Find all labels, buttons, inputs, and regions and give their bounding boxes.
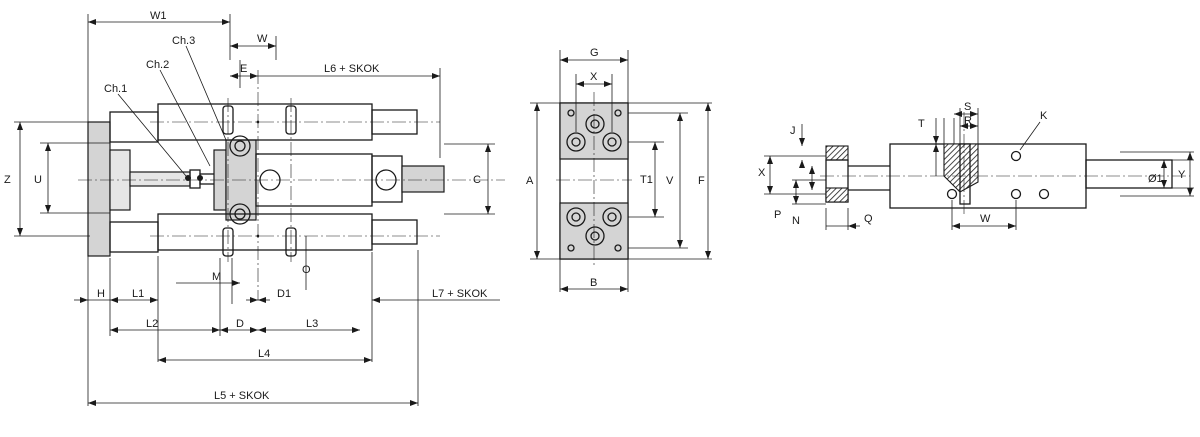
label-l2: L2 — [146, 318, 158, 330]
front-view: G X A T1 V F B — [526, 47, 712, 292]
label-l4: L4 — [258, 348, 270, 360]
label-q: Q — [864, 213, 873, 225]
label-d: D — [236, 318, 244, 330]
label-a: A — [526, 175, 534, 187]
section-view-extension-lines — [764, 108, 1194, 230]
label-h: H — [97, 288, 105, 300]
label-w: W — [257, 33, 268, 45]
label-e: E — [240, 63, 247, 75]
label-w2: W — [980, 213, 991, 225]
label-p: P — [774, 209, 781, 221]
section-view: S R T K J X P N Q Ø1 Y W — [758, 101, 1194, 230]
side-view-centerlines — [78, 70, 505, 300]
side-view-dimension-lines — [17, 19, 500, 406]
label-z: Z — [4, 174, 11, 186]
label-s: S — [964, 101, 971, 113]
label-o1: Ø1 — [1148, 173, 1163, 185]
side-view: W1 Ch.3 Ch.2 Ch.1 W E L6 + SKOK Z U C M … — [4, 10, 505, 406]
side-view-extension-lines — [14, 14, 495, 406]
label-j: J — [790, 125, 796, 137]
label-ch1: Ch.1 — [104, 83, 127, 95]
side-view-body — [87, 103, 445, 257]
label-m: M — [212, 271, 221, 283]
label-ch2: Ch.2 — [146, 59, 169, 71]
label-n: N — [792, 215, 800, 227]
front-view-dimension-lines — [534, 57, 711, 292]
label-f: F — [698, 175, 705, 187]
label-ch3: Ch.3 — [172, 35, 195, 47]
label-t: T — [918, 118, 925, 130]
label-l5: L5 + SKOK — [214, 390, 270, 402]
label-c: C — [473, 174, 481, 186]
label-l1: L1 — [132, 288, 144, 300]
label-b: B — [590, 277, 597, 289]
label-l3: L3 — [306, 318, 318, 330]
label-d1: D1 — [277, 288, 291, 300]
section-view-dimension-lines — [767, 111, 1193, 229]
label-g: G — [590, 47, 599, 59]
label-r: R — [964, 115, 972, 127]
chamfer-leaders — [117, 45, 227, 177]
label-y: Y — [1178, 169, 1186, 181]
label-u: U — [34, 174, 42, 186]
label-o: O — [302, 264, 311, 276]
label-t1: T1 — [640, 174, 653, 186]
label-v: V — [666, 175, 674, 187]
label-k: K — [1040, 110, 1048, 122]
label-x2: X — [758, 167, 766, 179]
front-view-centerlines — [556, 92, 632, 268]
label-l6: L6 + SKOK — [324, 63, 380, 75]
label-x: X — [590, 71, 598, 83]
section-view-body — [825, 143, 1173, 209]
section-view-centerlines — [820, 112, 1190, 216]
label-w1: W1 — [150, 10, 167, 22]
label-l7: L7 + SKOK — [432, 288, 488, 300]
